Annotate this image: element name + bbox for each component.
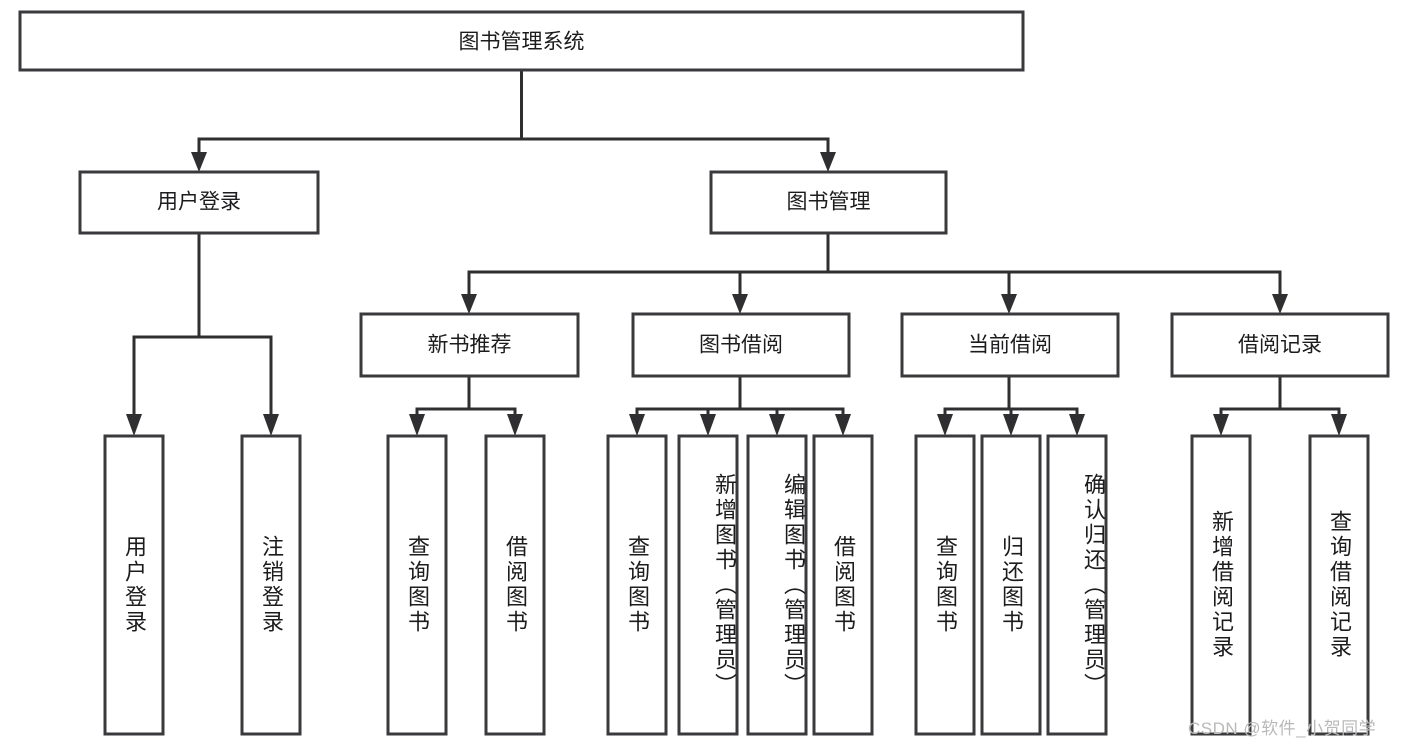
watermark-text: CSDN @软件_小贺同学 [1188,719,1377,738]
arrow-head-newbook-leaf-2 [507,414,523,436]
leaf-box-borrow-book-newrec[interactable] [484,434,546,736]
node-borrow-record-box[interactable] [1170,312,1390,378]
node-user-login-box[interactable] [78,170,320,235]
arrow-head-book-borrow [732,294,748,314]
leaf-box-user-login[interactable] [103,434,165,736]
node-book-borrow-box[interactable] [631,312,851,378]
node-root-label: 图书管理系统 [459,31,585,54]
arrow-head-bookborrow-leaf-3 [769,414,785,436]
leaf-box-edit-book-admin[interactable] [746,434,808,736]
arrow-head-user-login [191,152,207,172]
arrow-head-book-mgmt [820,152,836,172]
arrow-head-bookborrow-leaf-2 [700,414,716,436]
leaf-boxes [103,434,1370,736]
node-book-management[interactable]: 图书管理 [709,170,948,235]
node-book-management-box[interactable] [709,170,948,235]
arrow-head-bookborrow-leaf-1 [629,414,645,436]
node-root-system[interactable]: 图书管理系统 [18,10,1025,72]
node-book-borrow-label: 图书借阅 [699,334,783,357]
leaf-box-add-book-admin[interactable] [677,434,739,736]
arrow-head-currentborrow-leaf-3 [1069,414,1085,436]
node-book-management-label: 图书管理 [787,191,871,214]
arrow-head-leaf-logout [263,414,279,436]
node-book-borrow[interactable]: 图书借阅 [631,312,851,378]
node-new-book-recommend-label: 新书推荐 [428,334,512,357]
node-current-borrow-label: 当前借阅 [968,334,1052,357]
leaf-box-query-book-newrec[interactable] [386,434,448,736]
leaf-box-logout[interactable] [240,434,302,736]
leaf-box-borrow-book[interactable] [812,434,874,736]
arrow-head-borrow-record [1272,294,1288,314]
node-new-book-recommend-box[interactable] [359,312,580,378]
node-new-book-recommend[interactable]: 新书推荐 [359,312,580,378]
arrow-head-currentborrow-leaf-2 [1003,414,1019,436]
leaf-box-add-borrow-record[interactable] [1190,434,1252,736]
arrow-head-newbook-leaf-1 [409,414,425,436]
arrow-head-leaf-user-login [126,414,142,436]
node-user-login-label: 用户登录 [157,191,241,214]
arrow-head-borrowrecord-leaf-2 [1331,414,1347,436]
node-borrow-record[interactable]: 借阅记录 [1170,312,1390,378]
node-user-login[interactable]: 用户登录 [78,170,320,235]
leaf-box-return-book[interactable] [980,434,1042,736]
node-borrow-record-label: 借阅记录 [1238,334,1322,357]
node-root-box[interactable] [18,10,1025,72]
arrow-head-new-book-rec [461,294,477,314]
arrow-head-bookborrow-leaf-4 [835,414,851,436]
arrow-head-current-borrow [1001,294,1017,314]
leaf-box-query-book-borrow[interactable] [606,434,668,736]
node-current-borrow-box[interactable] [900,312,1120,378]
arrow-head-borrowrecord-leaf-1 [1213,414,1229,436]
leaf-box-confirm-return-admin[interactable] [1046,434,1108,736]
node-current-borrow[interactable]: 当前借阅 [900,312,1120,378]
leaf-box-query-book-current[interactable] [914,434,976,736]
leaf-box-query-borrow-record[interactable] [1308,434,1370,736]
connectors [126,68,1347,436]
arrow-head-currentborrow-leaf-1 [937,414,953,436]
